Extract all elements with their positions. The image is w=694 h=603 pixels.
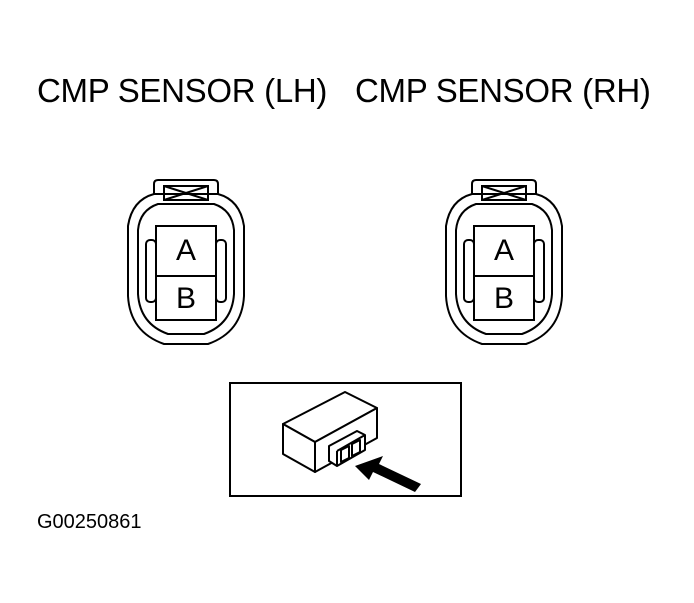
- title-cmp-sensor-lh: CMP SENSOR (LH): [37, 72, 328, 109]
- connector-3d-view: [282, 391, 421, 492]
- connector-outer-shell-rh: [445, 193, 563, 345]
- connector-terminal-a: [340, 445, 350, 463]
- connector-face-lh: A B: [127, 179, 245, 345]
- connector-inner-shell-lh: [137, 203, 235, 335]
- connector-key-right-lh: [215, 239, 227, 303]
- connector-outer-shell-lh: [127, 193, 245, 345]
- pin-label-b-rh: B: [494, 282, 514, 315]
- connector-key-right-rh: [533, 239, 545, 303]
- connector-face-rh: A B: [445, 179, 563, 345]
- pin-cavity-b-lh: [155, 275, 217, 321]
- connector-latch-rh: [471, 179, 537, 201]
- connector-latch-lh: [153, 179, 219, 201]
- view-direction-arrow: [355, 456, 421, 492]
- pin-label-a-rh: A: [494, 234, 514, 267]
- connector-key-left-rh: [463, 239, 475, 303]
- connector-inner-shell-rh: [455, 203, 553, 335]
- connector-terminal-b: [351, 439, 361, 457]
- pin-cavity-b-rh: [473, 275, 535, 321]
- connector-key-left-lh: [145, 239, 157, 303]
- pin-label-a-lh: A: [176, 234, 196, 267]
- pin-label-b-lh: B: [176, 282, 196, 315]
- figure-id: G00250861: [37, 511, 142, 533]
- view-direction-inset: [229, 382, 462, 497]
- title-cmp-sensor-rh: CMP SENSOR (RH): [355, 72, 651, 109]
